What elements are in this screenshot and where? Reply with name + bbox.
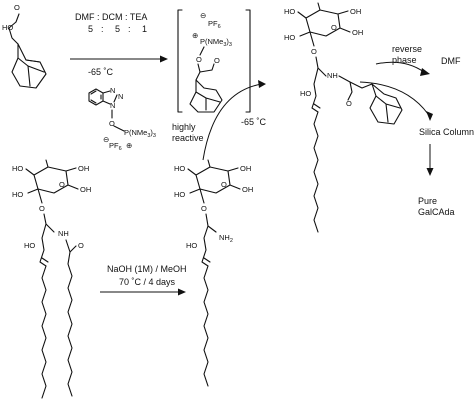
start-ring-o: O [59, 180, 65, 189]
carbonyl-o-label: O [14, 3, 20, 12]
pybop-phosphonium-group: P(NMe3)3 [124, 128, 156, 139]
pybop-plus-charge: ⊕ [126, 141, 132, 150]
intermediate-carbonyl-o: O [214, 56, 220, 65]
left-bracket [177, 9, 183, 113]
intermediate-plus: ⊕ [192, 31, 198, 40]
workup-curved-arrow [359, 81, 429, 115]
start-ho-2: HO [12, 164, 23, 173]
activation-temperature: -65 ˚C [88, 67, 114, 77]
galcada-glyco-o: O [311, 47, 317, 56]
hydrolysis-conditions: 70 ˚C / 4 days [119, 277, 176, 287]
ratio-values: 5 : 5 : 1 [88, 24, 147, 34]
intermediate-ester-o: O [196, 55, 202, 64]
psychosine-ho-1: HO [174, 190, 185, 199]
adamantane-acetic-acid: O HO [2, 3, 47, 89]
activation-arrowhead [160, 55, 168, 63]
galcada-label: GalCAda [418, 207, 455, 217]
psychosine-intermediate: OH OH HO HO O O NH2 HO [174, 159, 253, 387]
pybop-minus-charge: ⊖ [103, 135, 109, 144]
psychosine-ho-chain: HO [186, 241, 197, 250]
reactive-label: reactive [172, 133, 204, 143]
galcada-product: OH OH HO HO O O NH O HO [284, 2, 403, 233]
psychosine-oh-2: OH [242, 185, 253, 194]
highly-label: highly [172, 122, 196, 132]
ratio-sep-1: : [101, 24, 104, 34]
pybop-n1: N [110, 86, 115, 95]
ratio-dcm: 5 [115, 24, 120, 34]
active-ester-intermediate: ⊖ PF6 ⊕ P(NMe3)3 O O [177, 9, 251, 113]
start-ho-1: HO [12, 190, 23, 199]
psychosine-ho-2: HO [174, 164, 185, 173]
start-glyco-o: O [39, 204, 45, 213]
right-bracket [245, 9, 251, 113]
start-oh-2: OH [80, 185, 91, 194]
pybop-n3: N [110, 101, 115, 110]
reverse-label: reverse [392, 44, 422, 54]
galcada-oh-1: OH [350, 7, 361, 16]
silica-column-label: Silica Column [419, 127, 474, 137]
coupling-arrowhead [258, 80, 266, 88]
pybop-reagent: N N N O P(NMe3)3 PF6 ⊖ ⊕ [88, 86, 156, 152]
galcada-ho-chain: HO [300, 89, 311, 98]
pure-label: Pure [418, 196, 437, 206]
ratio-tea: 1 [142, 24, 147, 34]
hydrolysis-arrowhead [178, 288, 186, 296]
start-nh: NH [58, 229, 69, 238]
pybop-n2: N [118, 92, 123, 101]
galcada-nh: NH [327, 71, 338, 80]
psychosine-glyco-o: O [201, 204, 207, 213]
purification-arrowhead [426, 168, 434, 176]
start-amide-o: O [78, 241, 84, 250]
column-arrowhead [426, 111, 433, 121]
intermediate-counter-ion: PF6 [208, 19, 221, 30]
start-oh-1: OH [78, 164, 89, 173]
solvent-ratio-label: DMF : DCM : TEA [75, 12, 147, 22]
psychosine-ring-o: O [221, 180, 227, 189]
galcada-ho-2: HO [284, 7, 295, 16]
hydroxyl-label: HO [2, 23, 13, 32]
hydrolysis-reagent: NaOH (1M) / MeOH [107, 264, 187, 274]
galactosylceramide-start: OH OH HO HO O O NH O HO [12, 159, 91, 399]
coupling-curved-arrow [202, 83, 263, 161]
psychosine-oh-1: OH [240, 164, 251, 173]
psychosine-nh2: NH2 [219, 233, 233, 244]
phase-label: phase [392, 55, 417, 65]
intermediate-phosphonium-group: P(NMe3)3 [200, 37, 232, 48]
pybop-oxygen: O [109, 119, 115, 128]
galcada-ho-1: HO [284, 33, 295, 42]
ratio-sep-2: : [128, 24, 131, 34]
galcada-oh-2: OH [352, 28, 363, 37]
reverse-phase-arrow-top [375, 61, 425, 73]
dmf-label: DMF [441, 56, 461, 66]
ratio-dmf: 5 [88, 24, 93, 34]
galcada-ring-o: O [331, 23, 337, 32]
galcada-amide-o: O [346, 99, 352, 108]
pybop-counter-ion: PF6 [109, 141, 122, 152]
dmf-arrowhead [420, 68, 430, 76]
start-ho-chain: HO [24, 241, 35, 250]
coupling-temperature: -65 ˚C [241, 117, 267, 127]
intermediate-minus: ⊖ [200, 11, 206, 20]
